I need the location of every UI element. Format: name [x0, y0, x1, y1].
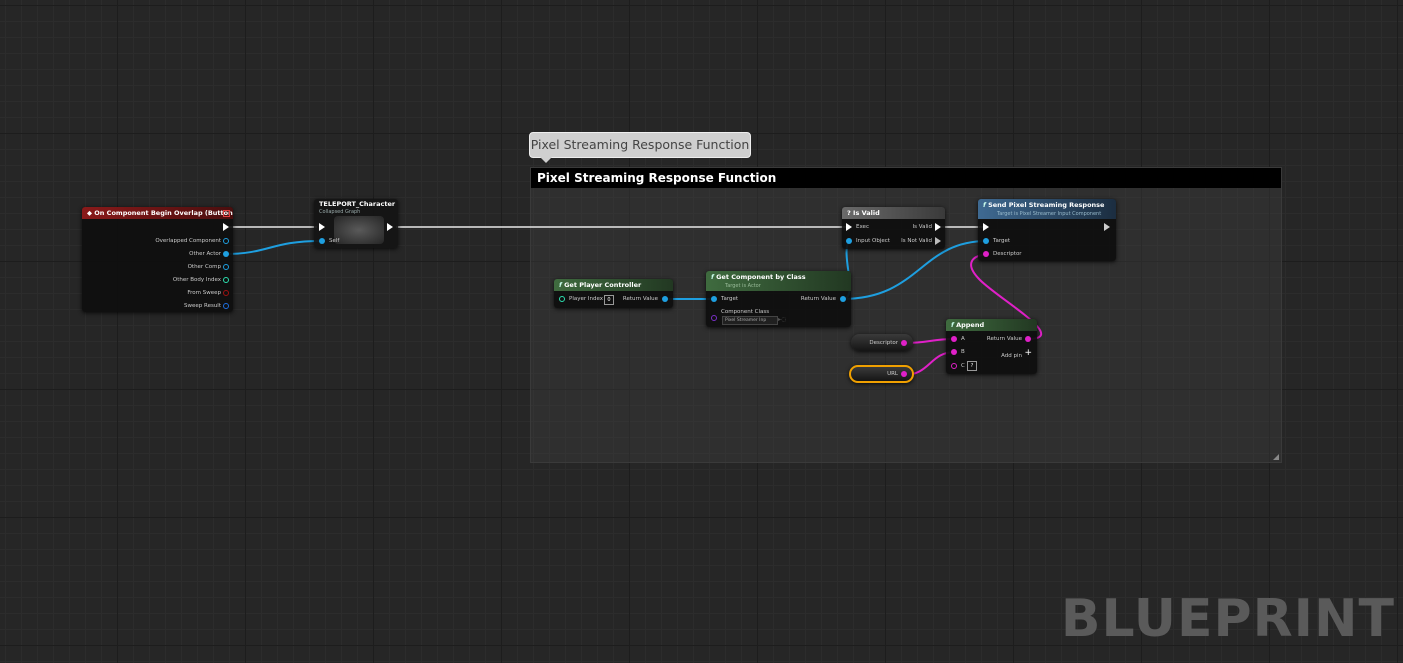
node-subtitle: Target is Pixel Streamer Input Component — [997, 211, 1102, 217]
pin-label: From Sweep — [187, 290, 221, 296]
pin-label: Is Not Valid — [901, 238, 932, 244]
node-title: Get Player Controller — [564, 281, 642, 289]
node-teleport-character[interactable]: TELEPORT_Character Collapsed Graph Self — [314, 199, 398, 248]
object-pin[interactable] — [223, 251, 229, 257]
comment-header[interactable]: Pixel Streaming Response Function — [531, 168, 1281, 188]
object-pin[interactable] — [223, 264, 229, 270]
node-get-player-controller[interactable]: f Get Player Controller Player Index 0 R… — [554, 279, 673, 308]
pin-label: Sweep Result — [184, 303, 221, 309]
event-diamond-icon: ◆ — [87, 209, 92, 217]
node-title: Append — [956, 321, 985, 329]
class-pin[interactable] — [711, 315, 717, 321]
object-wire — [841, 240, 988, 300]
int-pin[interactable] — [559, 296, 565, 302]
node-url-variable[interactable]: URL — [849, 365, 914, 383]
struct-pin[interactable] — [223, 303, 229, 309]
string-pin[interactable] — [901, 340, 907, 346]
object-pin[interactable] — [983, 238, 989, 244]
variable-label: Descriptor — [869, 340, 898, 346]
exec-out-pin[interactable] — [935, 223, 941, 231]
pin-label: B — [961, 349, 965, 355]
object-pin[interactable] — [840, 296, 846, 302]
exec-in-pin[interactable] — [846, 223, 852, 231]
string-pin[interactable] — [951, 349, 957, 355]
pin-label: Return Value — [622, 296, 658, 302]
exec-in-pin[interactable] — [319, 223, 325, 231]
player-index-input[interactable]: 0 — [604, 295, 614, 305]
comment-bubble[interactable]: Pixel Streaming Response Function — [529, 132, 751, 163]
string-pin[interactable] — [1025, 336, 1031, 342]
string-pin[interactable] — [951, 336, 957, 342]
node-get-component-by-class[interactable]: f Get Component by Class Target is Actor… — [706, 271, 851, 327]
string-pin[interactable] — [901, 371, 907, 377]
exec-out-pin[interactable] — [1104, 223, 1110, 231]
pin-label: Return Value — [986, 336, 1022, 342]
exec-in-pin[interactable] — [983, 223, 989, 231]
string-pin[interactable] — [983, 251, 989, 257]
pin-label: A — [961, 336, 965, 342]
comment-resize-handle[interactable] — [1273, 454, 1279, 460]
node-title: TELEPORT_Character — [319, 200, 396, 208]
pin-label: Overlapped Component — [155, 238, 221, 244]
browse-arrow-icon[interactable]: ▸◌ — [778, 316, 787, 323]
object-pin[interactable] — [223, 238, 229, 244]
exec-out-pin[interactable] — [935, 237, 941, 245]
node-title: On Component Begin Overlap (Button) — [94, 209, 233, 217]
pin-label: Return Value — [800, 296, 836, 302]
blueprint-watermark: BLUEPRINT — [1060, 589, 1395, 649]
function-icon: f — [559, 281, 562, 289]
macro-question-icon: ? — [847, 209, 851, 217]
node-subtitle: Target is Actor — [725, 283, 761, 289]
dropdown-value: Pixel Streamer Inp — [725, 318, 767, 323]
object-pin[interactable] — [662, 296, 668, 302]
node-append[interactable]: f Append A Return Value B Add pin + C ? — [946, 319, 1037, 374]
pin-label: Exec — [856, 224, 869, 230]
exec-out-pin[interactable] — [223, 223, 229, 231]
object-pin[interactable] — [846, 238, 852, 244]
append-c-input[interactable]: ? — [967, 361, 977, 371]
node-title: Send Pixel Streaming Response — [988, 201, 1105, 209]
pin-label: Player Index — [569, 296, 604, 302]
node-title: Get Component by Class — [716, 273, 806, 281]
node-is-valid[interactable]: ? Is Valid Exec Is Valid Input Object Is… — [842, 207, 945, 249]
function-icon: f — [951, 321, 954, 329]
pin-label: Target — [993, 238, 1011, 244]
object-pin[interactable] — [319, 238, 325, 244]
pin-label: Target — [721, 296, 739, 302]
delegate-pin[interactable] — [223, 210, 230, 217]
node-title: Is Valid — [853, 209, 880, 217]
function-icon: f — [711, 273, 714, 281]
int-pin[interactable] — [223, 277, 229, 283]
exec-out-pin[interactable] — [387, 223, 393, 231]
function-icon: f — [983, 201, 986, 209]
string-wire — [970, 253, 1043, 340]
component-class-dropdown[interactable]: Pixel Streamer Inp — [722, 316, 778, 325]
add-pin-label[interactable]: Add pin — [1001, 353, 1022, 359]
node-descriptor-variable[interactable]: Descriptor — [851, 334, 913, 351]
pin-label: Other Body Index — [172, 277, 221, 283]
node-send-pixel-streaming-response[interactable]: f Send Pixel Streaming Response Target i… — [978, 199, 1116, 261]
string-pin[interactable] — [951, 363, 957, 369]
pin-label: Is Valid — [912, 224, 933, 230]
object-wire — [223, 240, 322, 255]
bool-pin[interactable] — [223, 290, 229, 296]
node-subtitle: Collapsed Graph — [319, 209, 361, 215]
collapsed-graph-preview — [334, 216, 384, 244]
pin-label: Component Class — [721, 309, 770, 315]
pin-label: C — [961, 363, 965, 369]
object-pin[interactable] — [711, 296, 717, 302]
pin-label: Self — [329, 238, 340, 244]
variable-label: URL — [887, 371, 898, 377]
pin-label: Other Actor — [189, 251, 221, 257]
node-on-component-begin-overlap[interactable]: ◆ On Component Begin Overlap (Button) Ov… — [82, 207, 233, 312]
add-pin-plus-icon[interactable]: + — [1024, 348, 1032, 358]
pin-label: Descriptor — [993, 251, 1022, 257]
pin-label: Input Object — [856, 238, 890, 244]
pin-label: Other Comp — [187, 264, 221, 270]
